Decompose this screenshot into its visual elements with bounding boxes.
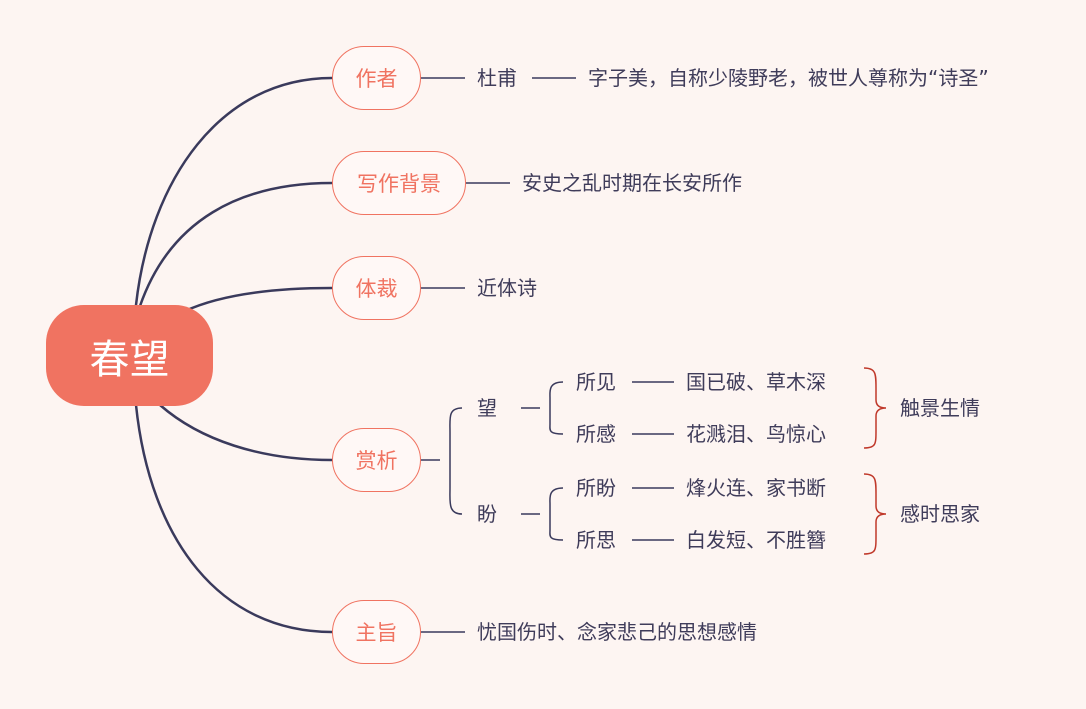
brace-pan [521,487,564,541]
branch-node-analysis[interactable]: 赏析 [332,428,421,492]
root-node[interactable]: 春望 [46,305,213,406]
row-label-suosi: 所思 [576,528,616,552]
branch-node-author[interactable]: 作者 [332,46,421,110]
row-text-suopan: 烽火连、家书断 [686,476,826,500]
row-text-suosi: 白发短、不胜簪 [686,528,826,552]
row-text-suojian: 国已破、草木深 [686,370,826,394]
row-label-suogan: 所感 [576,422,616,446]
group-label-pan: 盼 [477,502,497,526]
group-label-wang: 望 [477,396,497,420]
branch-node-background[interactable]: 写作背景 [332,151,466,215]
connector-root-author [134,76,334,307]
row-label-suopan: 所盼 [576,476,616,500]
connector-root-theme [134,403,334,634]
branch-node-theme[interactable]: 主旨 [332,600,421,664]
branch-node-genre[interactable]: 体裁 [332,256,421,320]
summary-brace-wang [863,367,887,449]
author-detail: 字子美，自称少陵野老，被世人尊称为“诗圣” [588,66,989,90]
row-label-suojian: 所见 [576,370,616,394]
genre-text: 近体诗 [477,276,537,300]
summary-pan: 感时思家 [900,502,980,526]
row-text-suogan: 花溅泪、鸟惊心 [686,422,826,446]
connector-root-background [138,181,334,308]
connector-root-genre [183,286,334,313]
theme-text: 忧国伤时、念家悲己的思想感情 [477,620,757,644]
background-text: 安史之乱时期在长安所作 [522,171,742,195]
summary-wang: 触景生情 [900,396,980,420]
summary-brace-pan [863,473,887,555]
connector-root-analysis [158,403,334,462]
brace-wang [521,381,564,435]
brace-analysis [421,407,463,515]
author-name: 杜甫 [477,66,517,90]
